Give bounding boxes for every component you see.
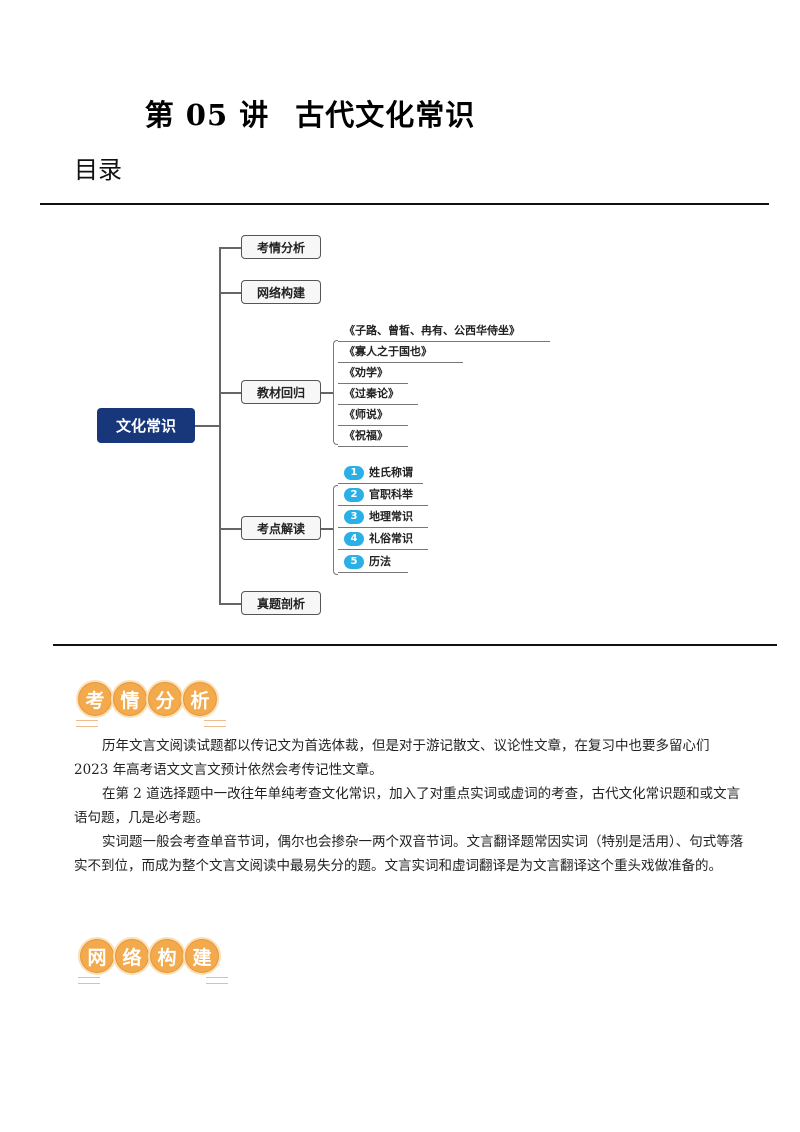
mindmap-node-analysis: 考情分析 [241,235,321,259]
textbook-item: 《师说》 [338,406,408,426]
number-1-icon: 1 [344,466,364,480]
analysis-body: 历年文言文阅读试题都以传记文为首选体裁，但是对于游记散文、议论性文章，在复习中也… [74,734,744,878]
paragraph: 在第 2 道选择题中一改往年单纯考查文化常识，加入了对重点实词或虚词的考查，古代… [74,786,741,826]
badge-decoration [204,720,226,727]
textbook-item: 《子路、曾皙、冉有、公西华侍坐》 [338,322,550,342]
bracket [333,485,338,575]
lecture-topic: 古代文化常识 [295,98,476,132]
badge-decoration [76,720,98,727]
mid-divider [53,644,777,646]
connector [219,528,241,530]
badge-decoration [206,977,228,984]
connector [195,425,219,427]
paragraph: 实词题一般会考查单音节词，偶尔也会掺杂一两个双音节词。文言翻译题常因实词（特别是… [74,834,744,874]
analysis-badge: 考 情 分 析 [76,680,226,718]
network-badge: 网 络 构 建 [78,937,228,975]
connector [219,247,241,249]
top-divider [40,203,769,205]
mindmap-node-keypoints: 考点解读 [241,516,321,540]
textbook-item: 《劝学》 [338,364,408,384]
connector [219,292,241,294]
mindmap-root: 文化常识 [97,408,195,443]
number-4-icon: 4 [344,532,364,546]
bracket [333,340,338,445]
connector [219,603,241,605]
textbook-item: 《祝福》 [338,427,408,447]
textbook-item: 《寡人之于国也》 [338,343,463,363]
paragraph: 历年文言文阅读试题都以传记文为首选体裁，但是对于游记散文、议论性文章，在复习中也… [74,738,710,778]
mindmap-node-exam-analysis: 真题剖析 [241,591,321,615]
toc-heading: 目录 [74,156,122,184]
mindmap-node-textbook: 教材回归 [241,380,321,404]
trunk-line [219,247,221,604]
connector [321,392,333,394]
section-analysis-heading: 考 情 分 析 [76,680,226,727]
page-title: 第 05 讲古代文化常识 [0,92,620,134]
number-5-icon: 5 [344,555,364,569]
number-2-icon: 2 [344,488,364,502]
connector [219,392,241,394]
mindmap-node-network: 网络构建 [241,280,321,304]
lecture-number: 第 05 讲 [144,98,270,132]
badge-decoration [78,977,100,984]
connector [321,528,333,530]
section-network-heading: 网 络 构 建 [78,937,228,984]
number-3-icon: 3 [344,510,364,524]
textbook-item: 《过秦论》 [338,385,418,405]
